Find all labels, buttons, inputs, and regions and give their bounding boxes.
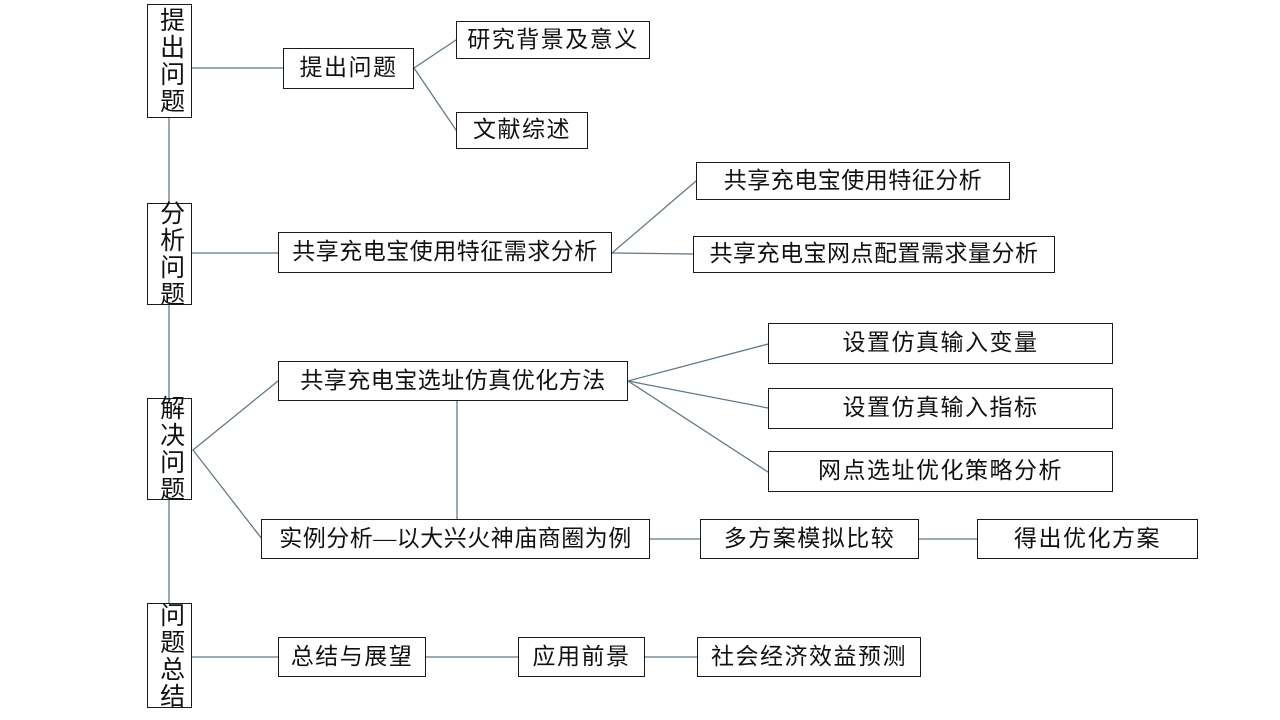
stage-box-summary-question[interactable]: 问题总结 — [147, 601, 192, 710]
connector-stage3-method — [192, 380, 279, 451]
node-label-case-study: 实例分析—以大兴火神庙商圈为例 — [279, 525, 632, 551]
node-box-optimized-scheme[interactable]: 得出优化方案 — [977, 519, 1198, 559]
stage-box-raise-question[interactable]: 提出问题 — [147, 4, 192, 118]
stage-label-analyze-question: 分析问题 — [156, 200, 184, 308]
node-box-site-demand[interactable]: 共享充电宝网点配置需求量分析 — [693, 236, 1055, 273]
node-label-site-demand: 共享充电宝网点配置需求量分析 — [709, 241, 1039, 267]
node-box-summary-outlook[interactable]: 总结与展望 — [278, 637, 426, 677]
stage-label-summary-question: 问题总结 — [156, 601, 184, 710]
node-box-sim-method[interactable]: 共享充电宝选址仿真优化方法 — [278, 361, 628, 401]
node-label-usage-feature: 共享充电宝使用特征分析 — [723, 167, 983, 193]
node-label-forecast: 社会经济效益预测 — [711, 643, 907, 669]
node-box-background[interactable]: 研究背景及意义 — [456, 21, 650, 59]
node-box-literature[interactable]: 文献综述 — [456, 112, 588, 149]
node-box-usage-feature[interactable]: 共享充电宝使用特征分析 — [696, 162, 1010, 200]
connector-method-inputvar — [627, 343, 769, 382]
node-box-raise-question[interactable]: 提出问题 — [283, 48, 414, 89]
node-label-literature: 文献综述 — [473, 117, 571, 143]
connector-demand-sitedemand — [611, 252, 694, 255]
node-box-strategy[interactable]: 网点选址优化策略分析 — [768, 451, 1113, 492]
node-box-input-variable[interactable]: 设置仿真输入变量 — [768, 323, 1113, 364]
node-label-application: 应用前景 — [532, 643, 631, 669]
node-label-background: 研究背景及意义 — [467, 26, 639, 52]
node-box-demand-analysis[interactable]: 共享充电宝使用特征需求分析 — [278, 232, 612, 273]
node-label-strategy: 网点选址优化策略分析 — [818, 458, 1063, 484]
connector-method-inputindex — [627, 380, 769, 409]
node-label-input-index: 设置仿真输入指标 — [842, 395, 1039, 421]
node-label-raise-question: 提出问题 — [299, 55, 398, 81]
connector-raise-literature — [413, 67, 457, 131]
node-box-application[interactable]: 应用前景 — [518, 637, 645, 677]
node-label-optimized-scheme: 得出优化方案 — [1014, 525, 1161, 551]
connector-stage3-case — [192, 449, 263, 540]
node-label-sim-method: 共享充电宝选址仿真优化方法 — [300, 367, 606, 393]
stage-label-raise-question: 提出问题 — [156, 7, 184, 115]
connector-demand-usage — [611, 180, 697, 254]
node-box-input-index[interactable]: 设置仿真输入指标 — [768, 388, 1113, 429]
node-label-input-variable: 设置仿真输入变量 — [842, 330, 1039, 356]
connector-method-strategy — [627, 380, 769, 473]
stage-box-analyze-question[interactable]: 分析问题 — [147, 200, 192, 308]
node-box-case-study[interactable]: 实例分析—以大兴火神庙商圈为例 — [261, 519, 650, 559]
stage-box-solve-question[interactable]: 解决问题 — [147, 395, 192, 503]
node-box-forecast[interactable]: 社会经济效益预测 — [697, 637, 921, 677]
node-label-multi-scheme: 多方案模拟比较 — [723, 525, 896, 551]
node-label-summary-outlook: 总结与展望 — [290, 643, 414, 669]
connector-raise-background — [413, 39, 457, 69]
node-label-demand-analysis: 共享充电宝使用特征需求分析 — [292, 239, 598, 265]
stage-label-solve-question: 解决问题 — [156, 395, 184, 503]
node-box-multi-scheme[interactable]: 多方案模拟比较 — [700, 519, 919, 559]
